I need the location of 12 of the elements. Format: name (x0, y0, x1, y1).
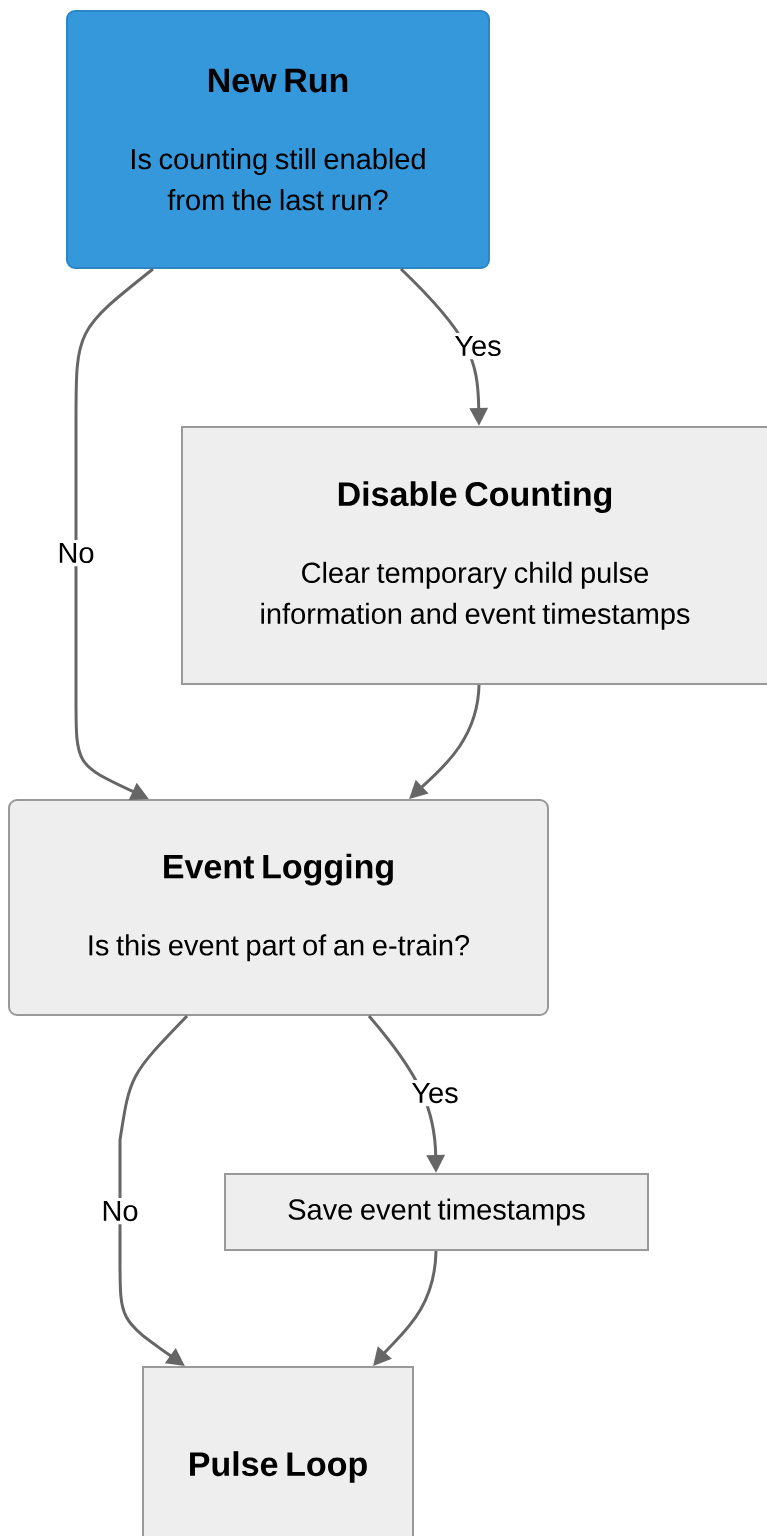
arrow (118, 1014, 189, 1366)
edge-label: Yes (408, 1079, 462, 1107)
edge-label: Yes (451, 332, 505, 360)
edge-label: No (98, 1197, 142, 1225)
arrow (74, 267, 154, 800)
process-box: New Run Is counting still enabled from the last run? (66, 10, 490, 269)
process-box: Save event timestamps (224, 1173, 649, 1251)
arrow (409, 684, 481, 799)
edge-label: No (54, 539, 98, 567)
process-box: Pulse Loop (142, 1366, 414, 1536)
process-box: Disable Counting Clear temporary child pulse information and event timestamps (181, 426, 767, 685)
process-box: Event Logging Is this event part of an e-train? (8, 799, 549, 1016)
